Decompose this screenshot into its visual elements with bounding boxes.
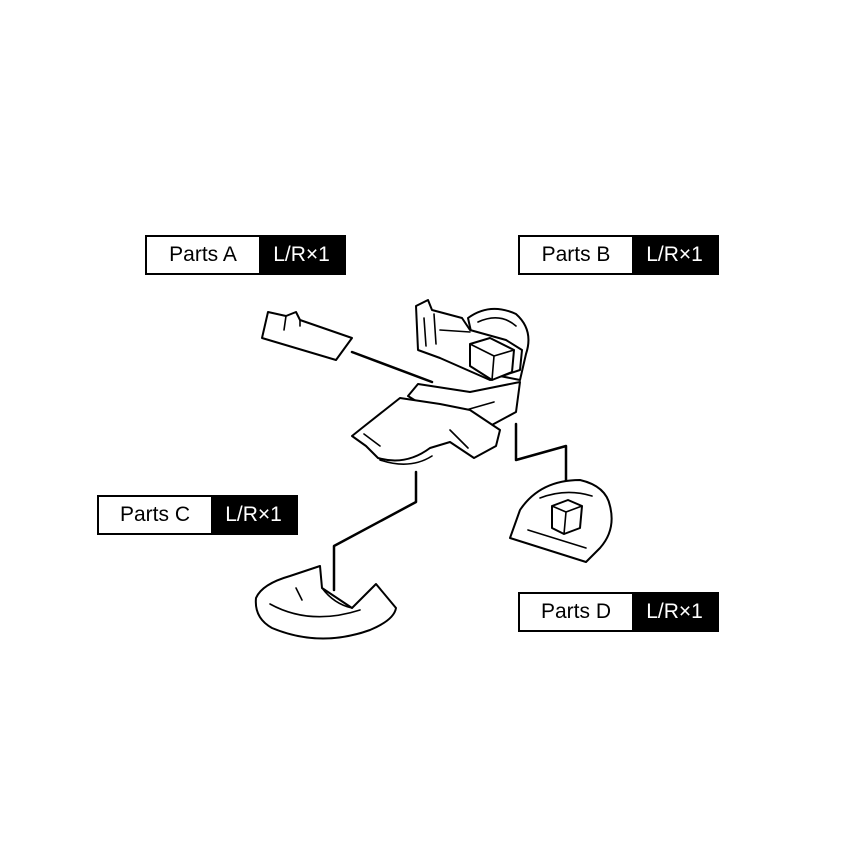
leader-line-a <box>350 350 434 384</box>
parts-a-qty: L/R×1 <box>259 237 344 273</box>
parts-d-label: Parts D L/R×1 <box>518 592 719 632</box>
parts-c-name: Parts C <box>119 503 190 526</box>
parts-d-qty: L/R×1 <box>632 594 717 630</box>
part-d-drawing <box>509 479 613 563</box>
parts-a-label: Parts A L/R×1 <box>145 235 346 275</box>
parts-b-name: Parts B <box>541 243 611 266</box>
leader-line-d <box>514 422 568 492</box>
parts-a-name: Parts A <box>169 243 237 266</box>
parts-c-qty: L/R×1 <box>211 497 296 533</box>
part-a-drawing <box>261 311 353 361</box>
part-b-main-assembly <box>351 299 530 465</box>
parts-b-label: Parts B L/R×1 <box>518 235 719 275</box>
parts-c-label: Parts C L/R×1 <box>97 495 298 535</box>
leader-line-c <box>332 470 418 592</box>
parts-b-qty: L/R×1 <box>632 237 717 273</box>
parts-d-name: Parts D <box>540 600 611 623</box>
part-c-drawing <box>254 565 397 640</box>
